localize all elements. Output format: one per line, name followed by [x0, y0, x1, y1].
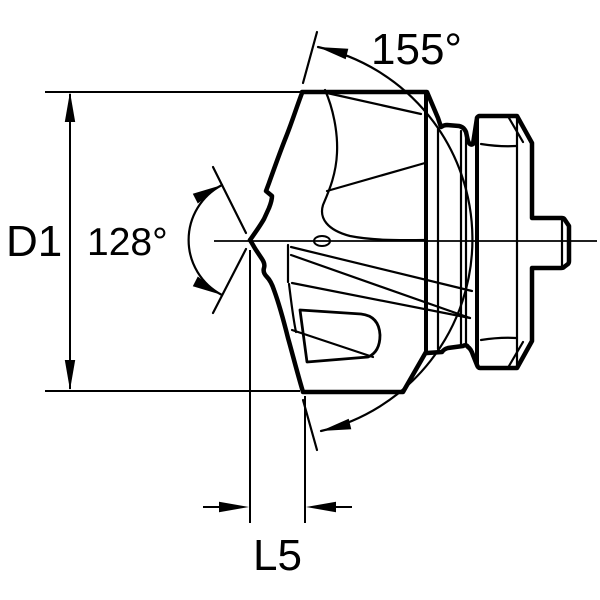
lip-edge-2: [289, 253, 472, 320]
pocket-left-edge: [287, 282, 298, 334]
d1-label: D1: [6, 217, 62, 266]
collar-chamfer-top-edge: [507, 116, 525, 144]
l5-label: L5: [253, 531, 302, 580]
collar-chamfer-bottom-edge: [507, 340, 525, 368]
chisel-detail: [313, 235, 331, 247]
d1-arrow-up: [64, 92, 76, 122]
point-angle-leg-lower: [211, 247, 248, 315]
point-angle-arrow-lower: [192, 276, 222, 295]
margin-edge-upper: [325, 91, 423, 116]
point-angle-label: 128°: [87, 221, 168, 264]
dim-d1: D1: [6, 91, 302, 392]
d1-arrow-down: [64, 360, 76, 390]
dim-point-angle: 128°: [87, 165, 248, 315]
gash-window: [298, 308, 382, 364]
dim-l5: L5: [203, 250, 352, 580]
point-angle-leg-upper: [211, 165, 248, 235]
sweep-angle-label: 155°: [371, 25, 462, 74]
sweep-arc: [316, 45, 474, 433]
margin-edge-lower: [325, 161, 427, 193]
collar-rim-bottom-curve: [479, 336, 518, 342]
l5-arrow-right: [306, 501, 336, 513]
upper-flank-edge: [247, 90, 305, 243]
gash-edge: [290, 328, 375, 359]
collar-rim-top-curve: [479, 142, 518, 148]
flute-curve: [320, 88, 427, 242]
point-angle-arc: [187, 183, 224, 297]
sweep-tick-top: [301, 30, 319, 85]
sweep-arrow-bottom: [321, 418, 352, 431]
l5-arrow-left: [219, 501, 249, 513]
point-angle-arrow-upper: [192, 185, 222, 204]
dim-sweep-angle: 155°: [301, 25, 474, 452]
sweep-arrow-top: [318, 47, 349, 60]
drill-internal-edges: [286, 88, 564, 368]
flute-trailing-edge: [290, 281, 472, 320]
drill-outline: [247, 89, 572, 395]
lip-edge-1: [289, 245, 474, 293]
